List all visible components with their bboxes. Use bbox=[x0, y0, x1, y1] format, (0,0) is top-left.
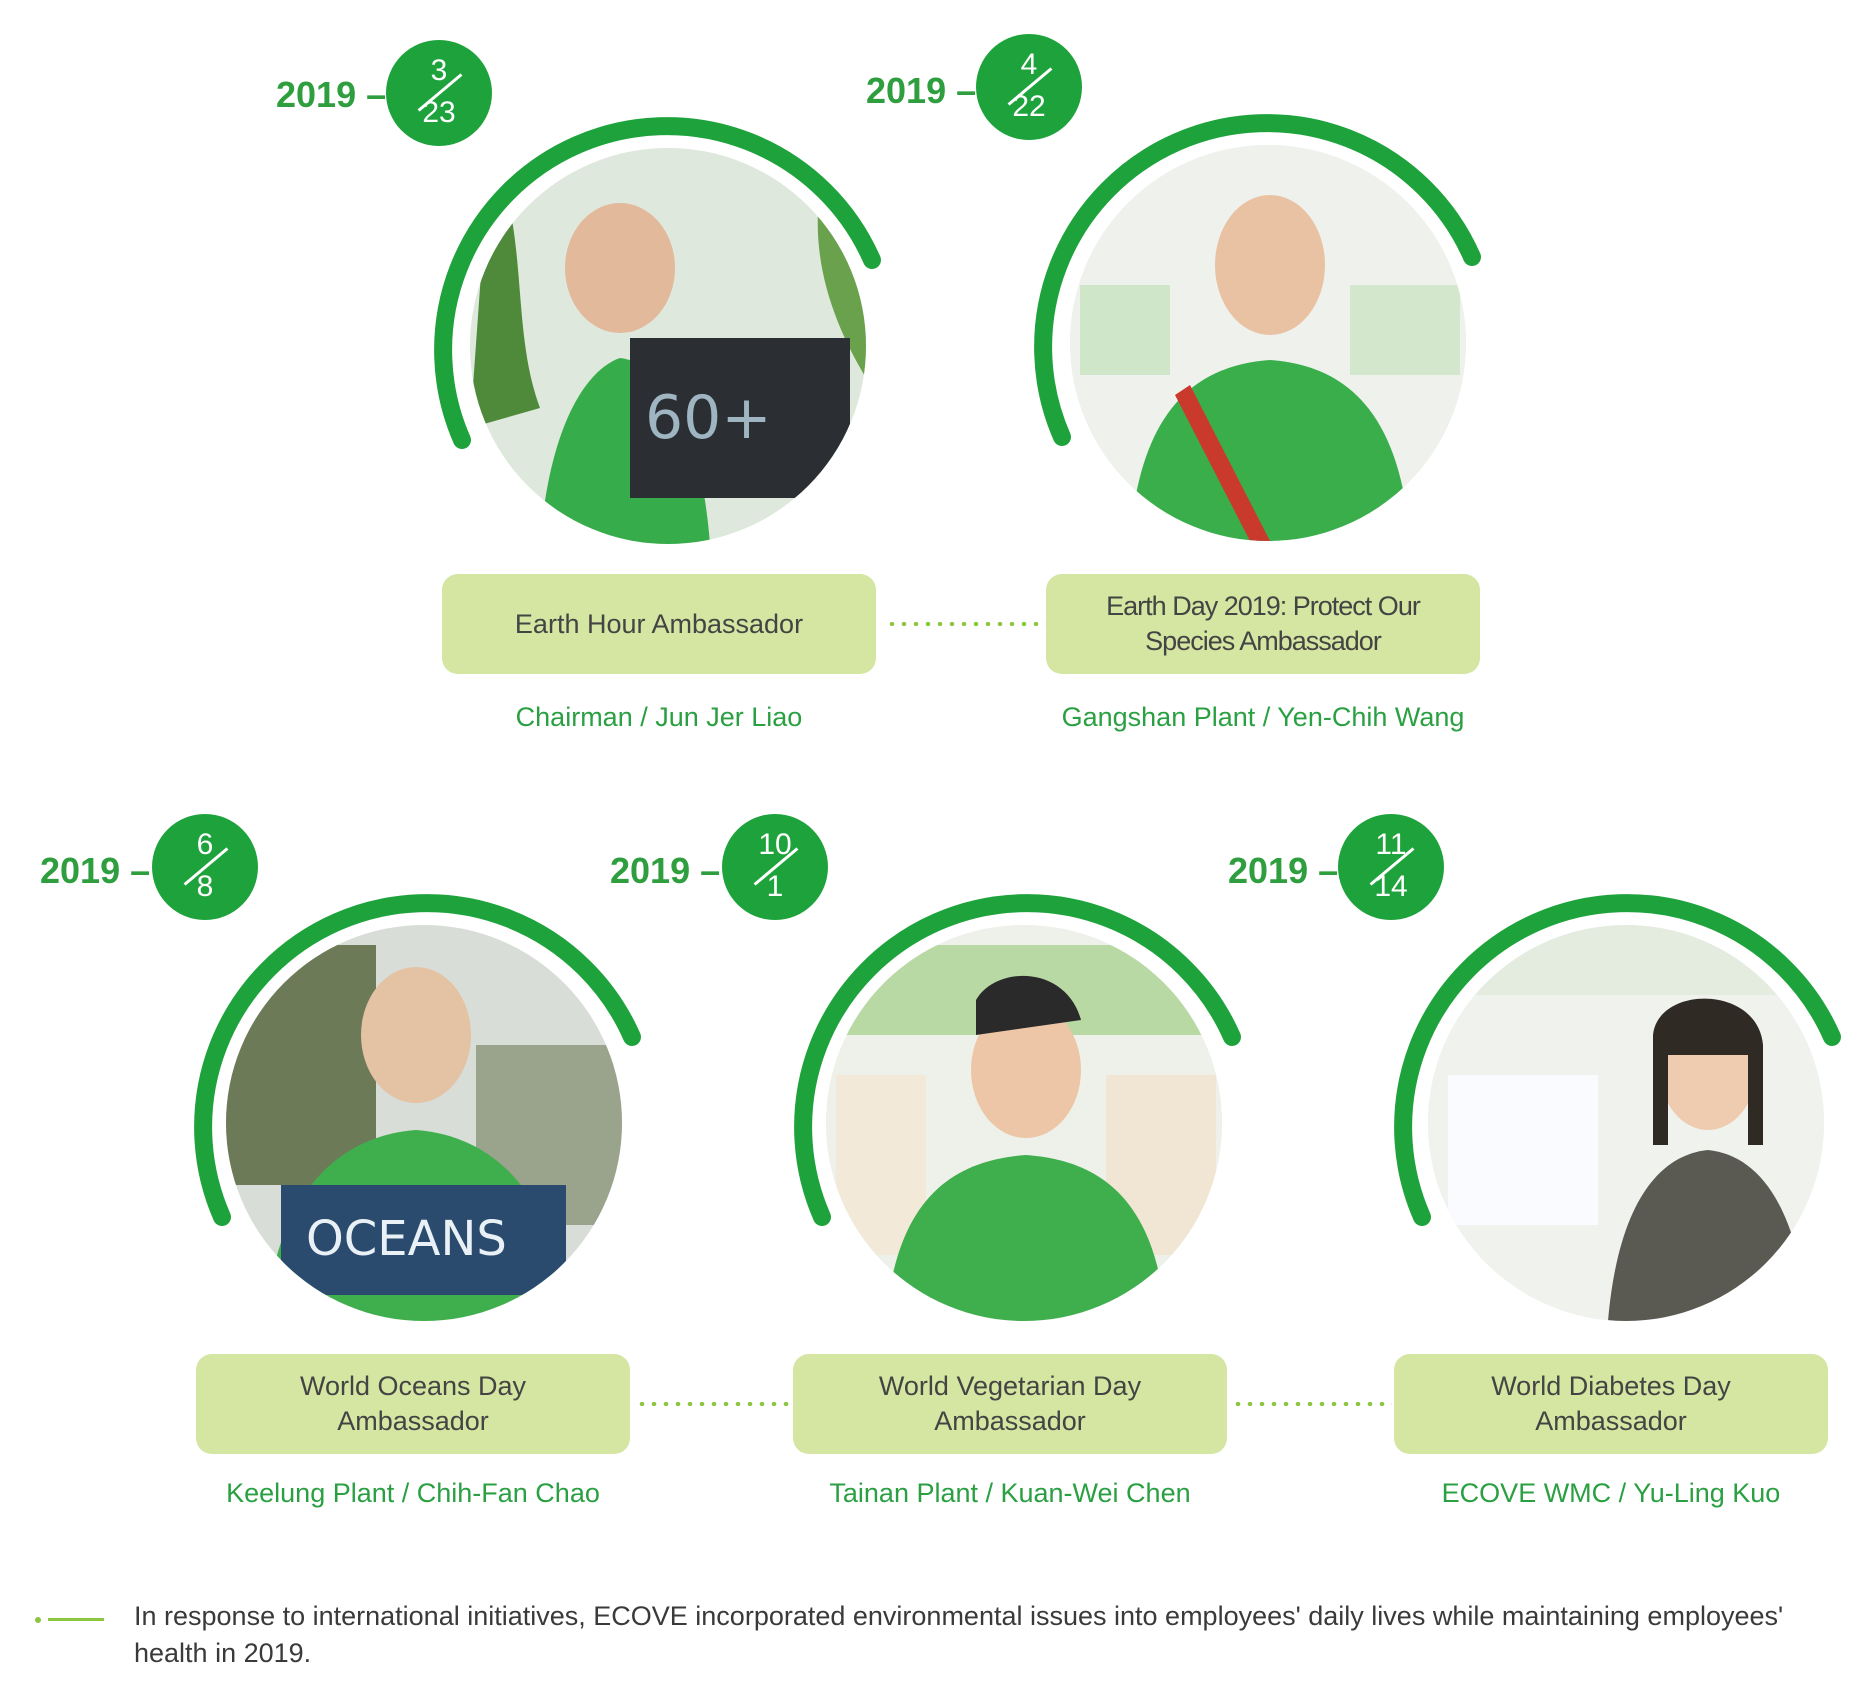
bullet-line-icon bbox=[35, 1617, 104, 1623]
date-day: 8 bbox=[196, 870, 214, 903]
world-oceans-day-ambassador-photo: OCEANS bbox=[226, 925, 622, 1321]
event-person: Keelung Plant / Chih-Fan Chao bbox=[226, 1478, 600, 1508]
progress-arc bbox=[1034, 114, 1481, 446]
progress-arc bbox=[194, 894, 641, 1226]
svg-text:60+: 60+ bbox=[645, 383, 772, 453]
date-month: 3 bbox=[430, 54, 448, 87]
date-badge: 11 14 bbox=[1338, 814, 1444, 920]
progress-arc bbox=[434, 117, 881, 449]
connector-dots bbox=[886, 622, 1046, 626]
event-year: 2019 – bbox=[276, 74, 387, 115]
world-diabetes-day-ambassador-photo bbox=[1428, 925, 1824, 1321]
date-day: 23 bbox=[422, 96, 456, 129]
event-title: Earth Hour Ambassador bbox=[514, 608, 804, 639]
earth-day-ambassador-photo bbox=[1070, 145, 1466, 541]
event-person: ECOVE WMC / Yu-Ling Kuo bbox=[1441, 1478, 1781, 1508]
date-month: 6 bbox=[196, 828, 214, 861]
event-year: 2019 – bbox=[610, 850, 721, 891]
event-title-box: World Oceans Day Ambassador bbox=[196, 1354, 630, 1454]
progress-arc bbox=[794, 894, 1241, 1226]
date-month: 11 bbox=[1375, 828, 1407, 861]
world-vegetarian-day-ambassador-photo bbox=[826, 925, 1222, 1321]
event-title-box: Earth Day 2019: Protect Our Species Amba… bbox=[1046, 574, 1480, 674]
event-title: World Diabetes Day Ambassador bbox=[1491, 1371, 1731, 1436]
svg-text:OCEANS: OCEANS bbox=[306, 1211, 507, 1267]
date-badge: 6 8 bbox=[152, 814, 258, 920]
date-badge: 3 23 bbox=[386, 40, 492, 146]
connector-dots bbox=[1232, 1402, 1392, 1406]
event-person: Chairman / Jun Jer Liao bbox=[515, 702, 803, 732]
event-title-box: Earth Hour Ambassador bbox=[442, 574, 876, 674]
progress-arc bbox=[1394, 894, 1841, 1226]
date-day: 22 bbox=[1012, 90, 1046, 123]
date-day: 1 bbox=[766, 870, 784, 903]
event-title: World Oceans Day Ambassador bbox=[299, 1371, 527, 1436]
event-title: Earth Day 2019: Protect Our Species Amba… bbox=[1106, 591, 1421, 656]
event-title-box: World Vegetarian Day Ambassador bbox=[793, 1354, 1227, 1454]
event-year: 2019 – bbox=[40, 850, 151, 891]
earth-hour-ambassador-photo: 60+ bbox=[470, 148, 866, 544]
connector-dots bbox=[636, 1402, 796, 1406]
date-badge: 10 1 bbox=[722, 814, 828, 920]
date-month: 4 bbox=[1020, 48, 1038, 81]
date-month: 10 bbox=[758, 828, 792, 861]
event-title-box: World Diabetes Day Ambassador bbox=[1394, 1354, 1828, 1454]
event-year: 2019 – bbox=[866, 70, 977, 111]
event-person: Gangshan Plant / Yen-Chih Wang bbox=[1061, 702, 1465, 732]
event-year: 2019 – bbox=[1228, 850, 1339, 891]
date-day: 14 bbox=[1374, 870, 1408, 903]
date-badge: 4 22 bbox=[976, 34, 1082, 140]
event-person: Tainan Plant / Kuan-Wei Chen bbox=[829, 1478, 1191, 1508]
footer-note: In response to international initiatives… bbox=[134, 1601, 1784, 1668]
event-title: World Vegetarian Day Ambassador bbox=[878, 1371, 1142, 1436]
